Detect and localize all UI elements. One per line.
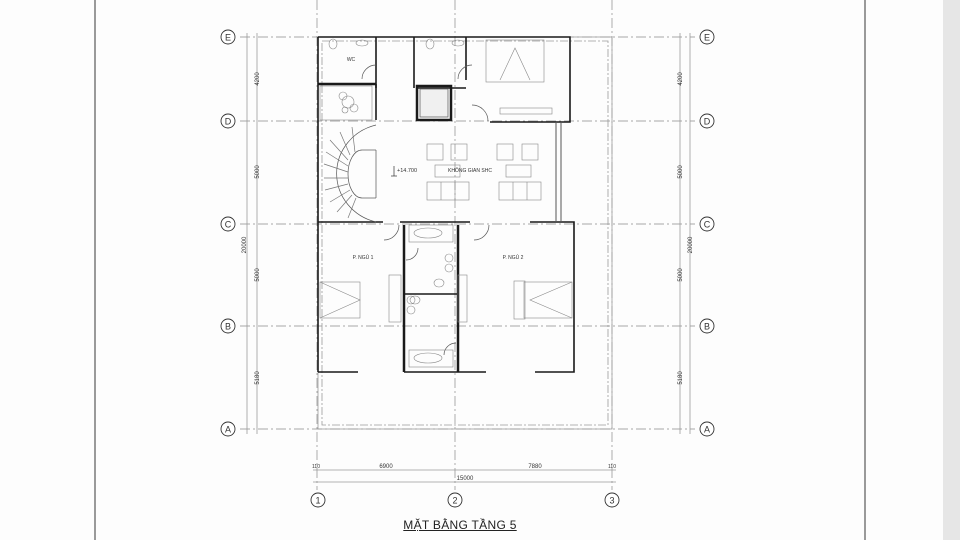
- dim-right-1: 4200: [678, 72, 684, 86]
- grid-label-A-left: A: [225, 425, 231, 435]
- dim-left-1: 4200: [255, 72, 261, 86]
- elevator-icon: [419, 88, 449, 118]
- level-mark-text: +14.700: [397, 168, 417, 174]
- sheet-border-right: [864, 0, 866, 540]
- dim-left-3: 5000: [255, 268, 261, 282]
- dimension-right: [679, 33, 691, 434]
- room-label-bedroom2: P. NGỦ 2: [503, 254, 524, 261]
- grid-label-A-right: A: [704, 425, 710, 435]
- room-label-living: KHÔNG GIAN SHC: [448, 167, 492, 174]
- sheet-border-left: [94, 0, 96, 540]
- grid-label-E-left: E: [225, 33, 231, 43]
- grid-label-B-left: B: [225, 322, 231, 332]
- dim-bottom-total: 15000: [457, 476, 474, 482]
- grid-label-2: 2: [452, 496, 457, 506]
- dim-left-total: 20000: [242, 236, 248, 253]
- spiral-stair: [323, 124, 377, 223]
- planter-icon: [319, 85, 373, 121]
- dim-right-2: 5000: [678, 165, 684, 179]
- dim-bottom-1: 6900: [379, 464, 393, 470]
- beds: [319, 39, 573, 323]
- dim-left-4: 5180: [255, 371, 261, 385]
- grid-label-C-right: C: [704, 220, 711, 230]
- dimension-bottom: [313, 469, 616, 483]
- drawing-title: MẶT BẰNG TẦNG 5: [403, 518, 517, 532]
- grid-label-1: 1: [315, 496, 320, 506]
- grid-label-C-left: C: [225, 220, 232, 230]
- bathroom-fixtures: [328, 38, 465, 368]
- grid-label-3: 3: [609, 496, 614, 506]
- level-marker: +14.700: [391, 166, 417, 177]
- dim-bottom-2: 7880: [528, 464, 542, 470]
- room-label-bedroom1: P. NGỦ 1: [353, 254, 374, 261]
- dim-edge-right: 110: [608, 464, 616, 470]
- doors: [361, 64, 490, 356]
- grid-label-B-right: B: [704, 322, 710, 332]
- grid-label-D-left: D: [225, 117, 232, 127]
- grid-bubbles: [220, 29, 715, 508]
- grid-label-E-right: E: [704, 33, 710, 43]
- room-label-wc: WC: [347, 57, 356, 63]
- dim-left-2: 5000: [255, 165, 261, 179]
- grid-lines: [240, 0, 695, 490]
- walls: [317, 36, 575, 373]
- dim-right-3: 5000: [678, 268, 684, 282]
- dim-edge-left: 110: [312, 464, 320, 470]
- dim-right-4: 5180: [678, 371, 684, 385]
- living-furniture: [426, 143, 542, 201]
- dimension-left: [246, 33, 258, 434]
- dim-right-total: 20000: [688, 236, 694, 253]
- grid-label-D-right: D: [704, 117, 711, 127]
- boundary-outline: [317, 36, 613, 430]
